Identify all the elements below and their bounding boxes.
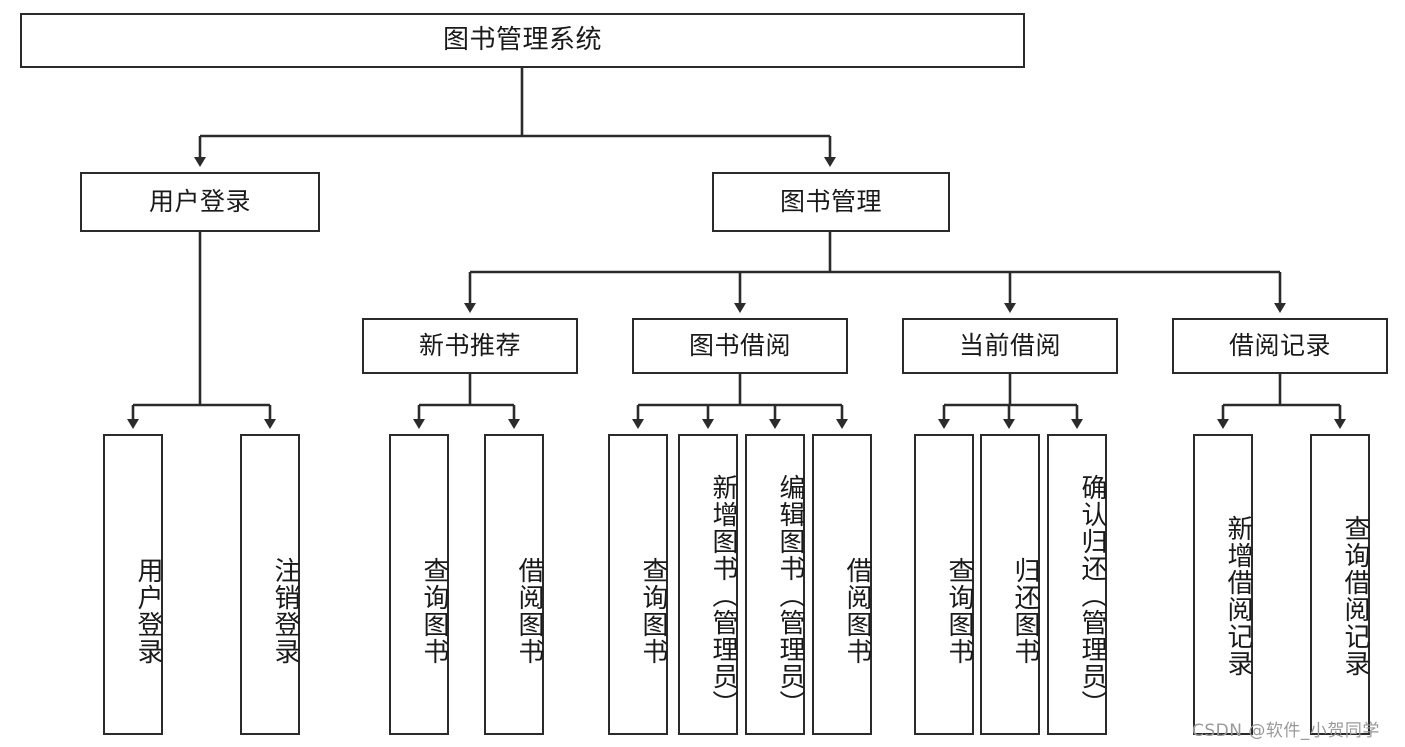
node-label: 查询图书 (419, 556, 449, 665)
leaf-book-borrow-query[interactable]: 查询图书 (608, 434, 668, 735)
node-root-system[interactable]: 图书管理系统 (20, 13, 1025, 68)
leaf-current-borrow-return[interactable]: 归还图书 (980, 434, 1040, 735)
node-new-book-recommend[interactable]: 新书推荐 (362, 318, 578, 374)
node-label: 编辑图书（管理员） (775, 474, 805, 717)
node-label: 新增图书（管理员） (708, 474, 738, 717)
leaf-book-borrow-borrow[interactable]: 借阅图书 (812, 434, 872, 735)
node-label: 用户登录 (148, 187, 251, 216)
leaf-new-book-query[interactable]: 查询图书 (389, 434, 449, 735)
node-label: 确认归还（管理员） (1077, 474, 1107, 717)
node-book-management[interactable]: 图书管理 (712, 172, 950, 232)
node-user-login[interactable]: 用户登录 (80, 172, 320, 232)
leaf-book-borrow-add[interactable]: 新增图书（管理员） (678, 434, 738, 735)
node-label: 新书推荐 (418, 331, 521, 360)
node-current-borrow[interactable]: 当前借阅 (902, 318, 1118, 374)
leaf-borrow-record-add[interactable]: 新增借阅记录 (1193, 434, 1253, 735)
leaf-borrow-record-query[interactable]: 查询借阅记录 (1310, 434, 1370, 735)
node-label: 查询图书 (638, 556, 668, 665)
node-label: 新增借阅记录 (1223, 514, 1253, 677)
csdn-watermark: CSDN @软件_小贺同学 (1192, 721, 1380, 741)
leaf-current-borrow-confirm-return[interactable]: 确认归还（管理员） (1047, 434, 1107, 735)
leaf-book-borrow-edit[interactable]: 编辑图书（管理员） (745, 434, 805, 735)
node-label: 借阅图书 (514, 556, 544, 665)
leaf-current-borrow-query[interactable]: 查询图书 (914, 434, 974, 735)
node-book-borrow[interactable]: 图书借阅 (632, 318, 848, 374)
node-label: 图书借阅 (688, 331, 791, 360)
node-label: 借阅图书 (842, 556, 872, 665)
leaf-user-login-signin[interactable]: 用户登录 (103, 434, 163, 735)
node-label: 用户登录 (133, 556, 163, 665)
node-borrow-record[interactable]: 借阅记录 (1172, 318, 1388, 374)
leaf-new-book-borrow[interactable]: 借阅图书 (484, 434, 544, 735)
leaf-user-login-signout[interactable]: 注销登录 (240, 434, 300, 735)
node-label: 当前借阅 (958, 331, 1061, 360)
node-label: 图书管理 (779, 187, 882, 216)
node-label: 查询借阅记录 (1340, 514, 1370, 677)
node-label: 注销登录 (270, 556, 300, 665)
node-label: 借阅记录 (1228, 331, 1331, 360)
node-label: 图书管理系统 (442, 24, 602, 55)
node-label: 查询图书 (944, 556, 974, 665)
node-label: 归还图书 (1010, 556, 1040, 665)
